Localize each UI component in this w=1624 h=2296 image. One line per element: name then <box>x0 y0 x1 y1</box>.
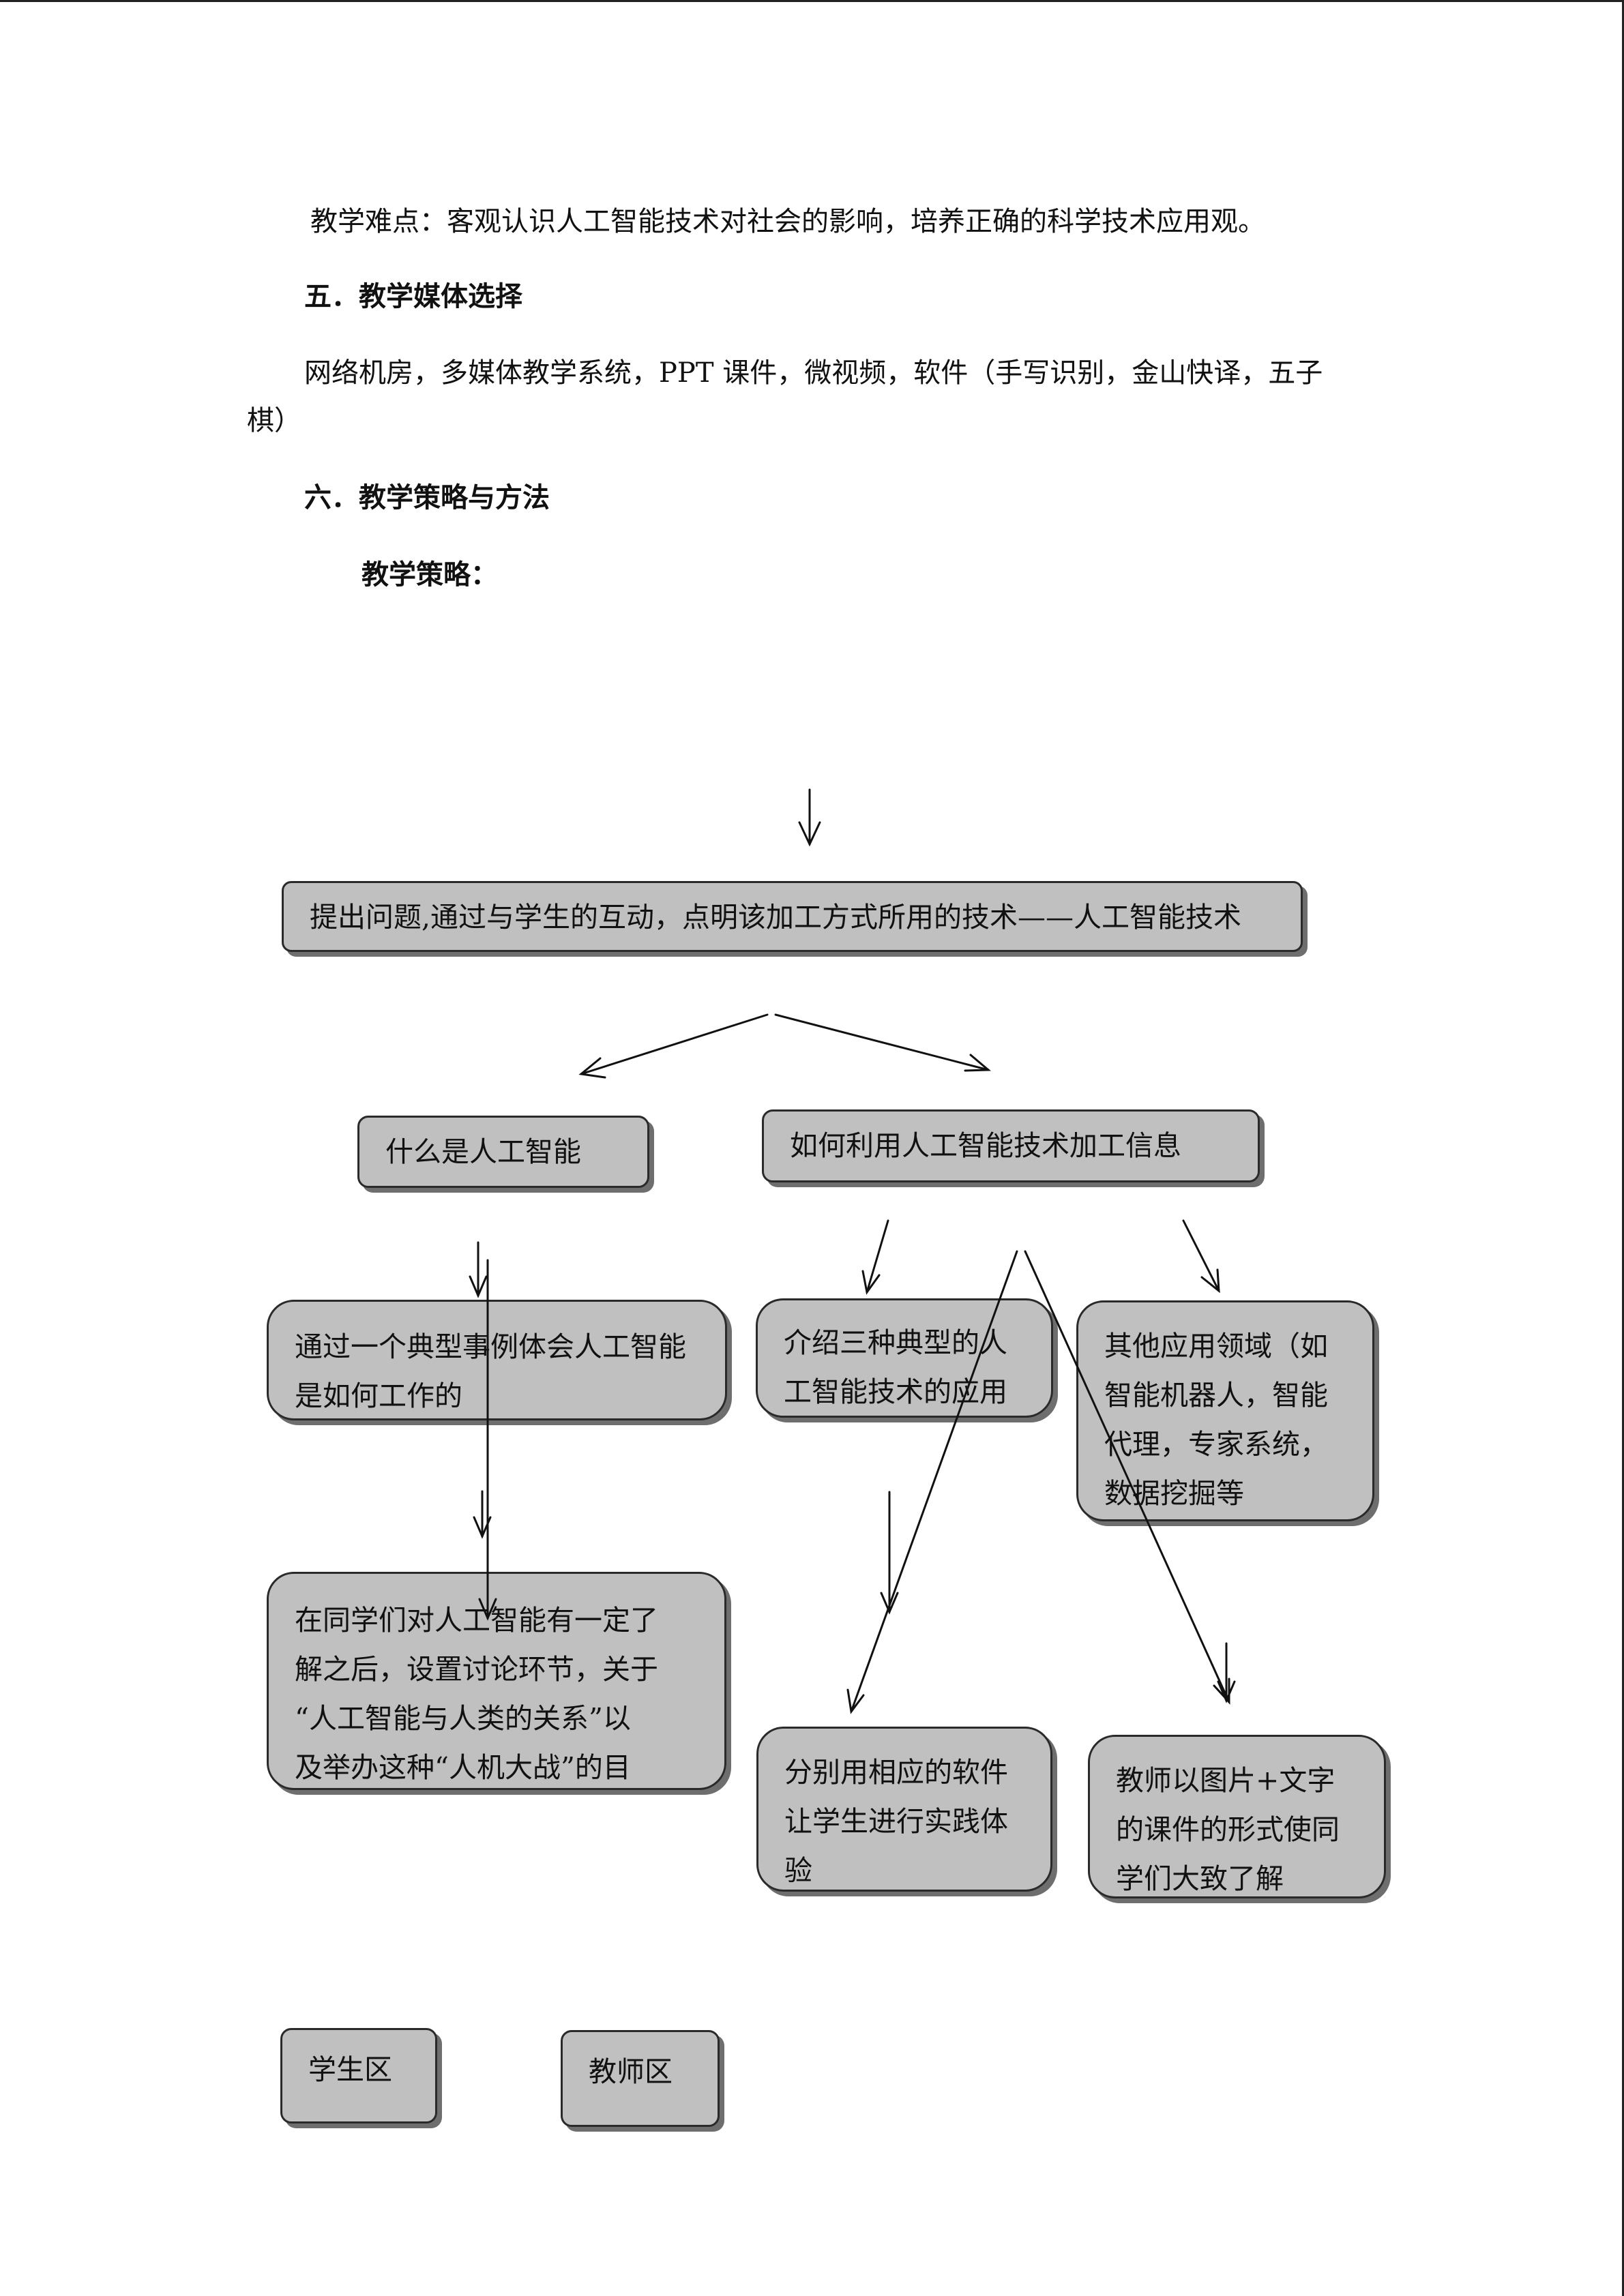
how-use-ai-text: 如何利用人工智能技术加工信息 <box>790 1129 1181 1162</box>
section-6-heading: 六．教学策略与方法 <box>304 481 550 513</box>
example-line-2: 是如何工作的 <box>295 1380 462 1412</box>
teacher-slides-line-2: 的课件的形式使同 <box>1116 1813 1340 1846</box>
other-fields-line-2: 智能机器人，智能 <box>1104 1379 1328 1412</box>
arrow-what-is-ai-to-example <box>469 1241 488 1298</box>
other-fields-line-4: 数据挖掘等 <box>1104 1477 1244 1510</box>
teacher-slides-line-1: 教师以图片+文字 <box>1116 1764 1335 1797</box>
teacher-slides-box: 教师以图片+文字 的课件的形式使同 学们大致了解 <box>1088 1735 1386 1898</box>
software-practice-box: 分别用相应的软件 让学生进行实践体 验 <box>756 1727 1052 1892</box>
teacher-area-text: 教师区 <box>589 2055 673 2088</box>
software-line-3: 验 <box>784 1854 812 1887</box>
three-apps-box: 介绍三种典型的人 工智能技术的应用 <box>756 1298 1053 1418</box>
other-fields-line-3: 代理，专家系统， <box>1104 1428 1328 1461</box>
example-box: 通过一个典型事例体会人工智能 是如何工作的 <box>267 1300 727 1420</box>
other-fields-box: 其他应用领域（如 智能机器人，智能 代理，专家系统， 数据挖掘等 <box>1076 1300 1374 1521</box>
discussion-line-1: 在同学们对人工智能有一定了 <box>295 1604 658 1637</box>
section-5-heading: 五．教学媒体选择 <box>304 280 522 312</box>
software-line-2: 让学生进行实践体 <box>784 1805 1008 1838</box>
three-apps-line-1: 介绍三种典型的人 <box>784 1326 1007 1359</box>
example-line-1: 通过一个典型事例体会人工智能 <box>295 1330 686 1363</box>
discussion-line-3: “人工智能与人类的关系”以 <box>295 1702 631 1735</box>
what-is-ai-box: 什么是人工智能 <box>357 1116 649 1188</box>
arrow-into-teacher-slides <box>1217 1642 1236 1703</box>
three-apps-line-2: 工智能技术的应用 <box>784 1375 1007 1408</box>
discussion-line-2: 解之后，设置讨论环节，关于 <box>295 1653 658 1686</box>
what-is-ai-text: 什么是人工智能 <box>385 1135 581 1168</box>
arrow-to-what-is-ai <box>578 1013 769 1079</box>
strategy-label: 教学策略： <box>361 558 498 591</box>
how-use-ai-box: 如何利用人工智能技术加工信息 <box>762 1109 1260 1182</box>
arrow-to-three-apps <box>861 1219 889 1295</box>
top-question-text: 提出问题,通过与学生的互动，点明该加工方式所用的技术——人工智能技术 <box>310 901 1242 934</box>
discussion-box: 在同学们对人工智能有一定了 解之后，设置讨论环节，关于 “人工智能与人类的关系”… <box>267 1572 726 1790</box>
media-line-2: 棋） <box>247 405 301 436</box>
other-fields-line-1: 其他应用领域（如 <box>1104 1330 1328 1362</box>
student-area-text: 学生区 <box>308 2053 392 2086</box>
teaching-difficulty-line: 教学难点：客观认识人工智能技术对社会的影响，培养正确的科学技术应用观。 <box>310 206 1265 237</box>
media-line-1: 网络机房，多媒体教学系统，PPT 课件，微视频，软件（手写识别，金山快译，五子 <box>304 357 1323 389</box>
page-right-border <box>1622 0 1624 2296</box>
arrow-three-apps-down <box>880 1491 899 1615</box>
arrow-to-how-use-ai <box>774 1013 991 1072</box>
arrow-into-top-box <box>798 788 821 847</box>
page-top-border <box>0 0 1624 2</box>
top-question-box: 提出问题,通过与学生的互动，点明该加工方式所用的技术——人工智能技术 <box>282 881 1303 952</box>
teacher-slides-line-3: 学们大致了解 <box>1116 1862 1284 1895</box>
discussion-line-4: 及举办这种“人机大战”的目 <box>295 1751 631 1784</box>
teacher-area-legend: 教师区 <box>561 2030 720 2127</box>
software-line-1: 分别用相应的软件 <box>784 1756 1008 1789</box>
arrow-to-other-fields <box>1182 1219 1220 1294</box>
student-area-legend: 学生区 <box>280 2028 437 2123</box>
arrow-example-to-discussion <box>473 1490 492 1539</box>
